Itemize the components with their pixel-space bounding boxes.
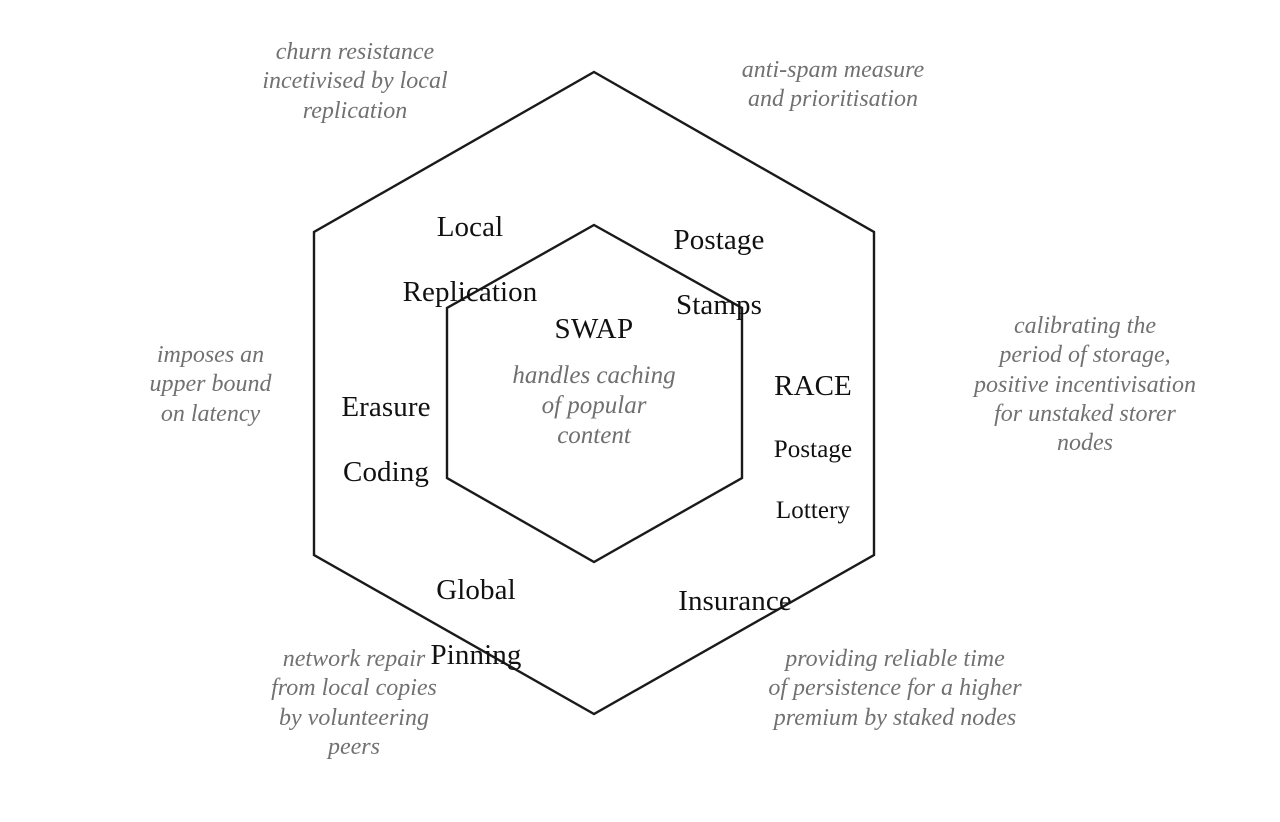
node-erasure-coding[interactable]: Erasure Coding [316,360,456,521]
annotation-upper-bound-latency: imposes an upper bound on latency [149,342,272,427]
node-local-replication[interactable]: Local Replication [379,180,561,341]
node-race-postage-lottery[interactable]: RACE Postage Lottery [740,339,886,556]
node-postage-stamps-line2: Stamps [676,289,762,322]
annotation-reliable-time: providing reliable time of persistence f… [768,646,1022,731]
node-global-pinning[interactable]: Global Pinning [390,543,562,704]
node-local-replication-line1: Local [436,211,504,244]
node-insurance-line1: Insurance [678,585,792,618]
outer-hexagon [312,70,876,716]
node-race-line3: Lottery [775,496,851,524]
annotation-anti-spam: anti-spam measure and prioritisation [741,57,925,113]
node-race-line2: Postage [773,436,853,464]
inner-hexagon [445,223,744,564]
annotation-calibrating-storage: calibrating the period of storage, posit… [974,313,1196,457]
node-postage-stamps-line1: Postage [673,224,765,257]
node-erasure-coding-line1: Erasure [341,391,431,424]
node-postage-stamps[interactable]: Postage Stamps [633,193,805,354]
node-erasure-coding-line2: Coding [343,456,429,489]
annotation-churn-resistance: churn resistance incetivised by local re… [262,39,448,124]
core-title: SWAP [554,313,634,345]
node-local-replication-line2: Replication [402,276,538,309]
core-description: handles caching of popular content [512,362,676,449]
annotation-network-repair: network repair from local copies by volu… [271,646,437,760]
node-race-line1: RACE [774,370,852,403]
node-global-pinning-line1: Global [436,574,516,607]
node-global-pinning-line2: Pinning [430,639,522,672]
node-insurance[interactable]: Insurance [652,554,818,650]
